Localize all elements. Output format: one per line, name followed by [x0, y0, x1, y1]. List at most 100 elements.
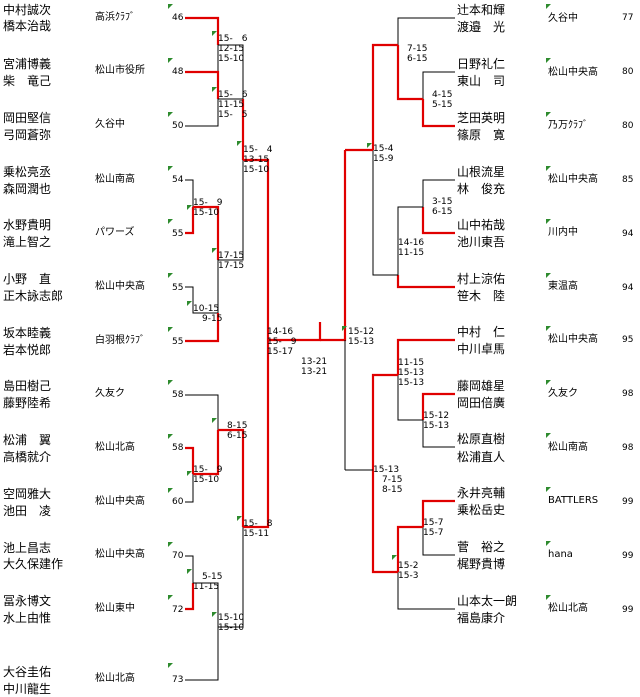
match-score: 15-4 15-9 — [373, 144, 394, 164]
player-name: 森岡潤也 — [3, 182, 52, 196]
bracket-line — [185, 555, 194, 583]
match-score: 15-12 15-13 — [423, 411, 450, 431]
corner-mark-icon — [546, 541, 551, 546]
player-name: 橋本治哉 — [3, 19, 52, 33]
winner-path — [396, 338, 455, 375]
player-name: 笹木 陸 — [457, 289, 506, 303]
bracket-line — [185, 474, 194, 503]
player-name: 乗松岳史 — [457, 503, 506, 517]
player-name: 宮浦博義 — [3, 57, 52, 71]
entry-number: 46 — [172, 13, 184, 23]
team-name: 松山中央高 — [548, 67, 598, 78]
corner-mark-icon — [168, 4, 173, 9]
player-name: 松浦直人 — [457, 450, 506, 464]
entry-number: 54 — [172, 175, 184, 185]
winner-path — [185, 16, 220, 45]
bracket-line — [397, 17, 455, 45]
player-name: 大久保建作 — [3, 557, 64, 571]
corner-mark-icon — [212, 31, 217, 36]
entry-number: 72 — [172, 605, 184, 615]
match-score: 15- 6 12-15 15-10 — [218, 34, 248, 64]
entry-number: 58 — [172, 443, 184, 453]
corner-mark-icon — [237, 516, 242, 521]
player-name: 空岡雅大 — [3, 487, 52, 501]
bracket-line — [218, 44, 244, 100]
team-name: 松山中央高 — [95, 496, 145, 507]
player-name: 島田樹己 — [3, 379, 52, 393]
player-name: 乗松亮丞 — [3, 165, 52, 179]
player-name: 福島康介 — [457, 611, 506, 625]
player-name: 渡邉 光 — [457, 20, 506, 34]
corner-mark-icon — [546, 433, 551, 438]
team-name: 乃万ｸﾗﾌﾞ — [548, 120, 588, 131]
bracket-line — [422, 179, 455, 207]
corner-mark-icon — [187, 471, 192, 476]
player-name: 正木詠志郎 — [3, 289, 64, 303]
winner-path — [193, 430, 220, 476]
bracket-line — [218, 527, 244, 628]
player-name: 梶野貴博 — [457, 557, 506, 571]
match-score: 3-15 6-15 — [432, 197, 453, 217]
winner-path — [421, 207, 455, 235]
team-name: 松山北高 — [95, 442, 135, 453]
player-name: 松浦 翼 — [3, 433, 52, 447]
player-name: 村上涼佑 — [457, 272, 506, 286]
team-name: 松山南高 — [95, 174, 135, 185]
entry-number: 98 — [622, 443, 634, 453]
bracket-line — [193, 582, 219, 627]
corner-mark-icon — [168, 380, 173, 385]
entry-number: 95 — [622, 335, 634, 345]
player-name: 永井亮輔 — [457, 486, 506, 500]
entry-number: 80 — [622, 67, 634, 77]
corner-mark-icon — [546, 58, 551, 63]
player-name: 篠原 寛 — [457, 128, 506, 142]
entry-number: 99 — [622, 605, 634, 615]
winner-path — [185, 70, 220, 99]
player-name: 山本太一朗 — [457, 594, 518, 608]
bracket-line — [397, 206, 423, 275]
winner-path — [185, 446, 195, 474]
corner-mark-icon — [212, 248, 217, 253]
team-name: 久友ク — [548, 388, 578, 399]
player-name: 坂本睦義 — [3, 326, 52, 340]
entry-number: 94 — [622, 229, 634, 239]
corner-mark-icon — [168, 58, 173, 63]
corner-mark-icon — [168, 663, 173, 668]
player-name: 日野礼仁 — [457, 57, 506, 71]
bracket-line — [185, 260, 219, 314]
winner-path — [185, 583, 195, 611]
player-name: 池川東吾 — [457, 235, 506, 249]
corner-mark-icon — [546, 4, 551, 9]
entry-number: 55 — [172, 283, 184, 293]
final-score: 13-21 13-21 — [301, 357, 328, 377]
match-score: 5-15 11-15 — [193, 572, 223, 592]
bracket-line — [422, 527, 455, 556]
team-name: 松山中央高 — [95, 281, 145, 292]
bracket-line — [185, 179, 194, 207]
winner-path — [371, 43, 398, 150]
winner-path — [396, 275, 455, 289]
player-name: 中川卓馬 — [457, 342, 506, 356]
match-score: 14-16 15- 9 15-17 — [267, 327, 297, 357]
team-name: パワーズ — [95, 227, 135, 238]
entry-number: 98 — [622, 389, 634, 399]
player-name: 弓岡蒼弥 — [3, 128, 52, 142]
player-name: 東山 司 — [457, 74, 506, 88]
entry-number: 50 — [172, 121, 184, 131]
player-name: 水上由惟 — [3, 611, 52, 625]
bracket-line — [185, 627, 219, 681]
winner-path — [218, 428, 245, 527]
match-score: 7-15 6-15 — [407, 44, 428, 64]
player-name: 岡田倍廣 — [457, 396, 506, 410]
match-score: 15- 9 15-10 — [193, 198, 223, 218]
player-name: 大谷圭佑 — [3, 665, 52, 679]
player-name: 池田 凌 — [3, 504, 52, 518]
match-score: 15-13 7-15 8-15 — [373, 465, 403, 495]
match-score: 17-15 17-15 — [218, 251, 245, 271]
entry-number: 80 — [622, 121, 634, 131]
player-name: 松原直樹 — [457, 432, 506, 446]
match-score: 15- 4 13-15 15-10 — [243, 145, 273, 175]
entry-number: 60 — [172, 497, 184, 507]
player-name: 藤野陸希 — [3, 396, 52, 410]
